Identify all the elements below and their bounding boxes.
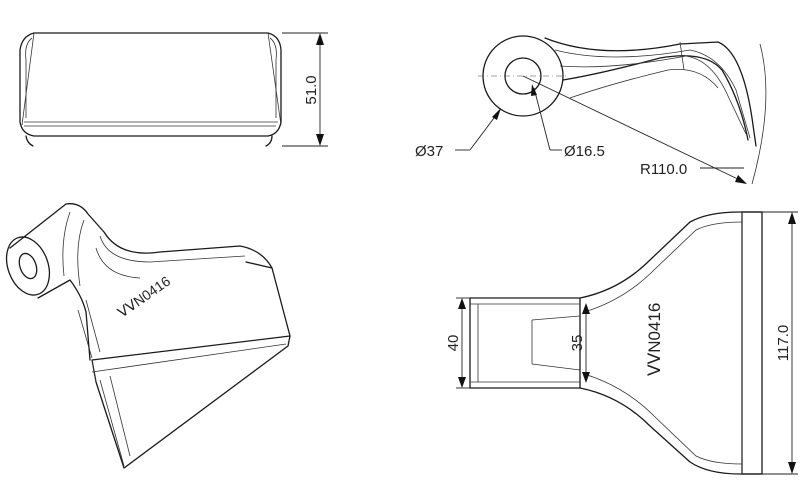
dim-height-label: 51.0 bbox=[303, 75, 320, 104]
isometric-view: ᐯᐯN0416 bbox=[5, 203, 291, 469]
dim-neck-width-label: 40 bbox=[445, 335, 462, 352]
side-view: 51.0 bbox=[19, 32, 328, 147]
top-part-code: ᐯᐯN0416 bbox=[645, 303, 664, 376]
iso-part-code: ᐯᐯN0416 bbox=[115, 273, 174, 321]
dim-inner-width-label: 35 bbox=[569, 335, 586, 352]
dim-radius-label: R110.0 bbox=[640, 161, 687, 178]
dim-outer-diameter-label: Ø37 bbox=[415, 143, 443, 160]
end-view: R110.0 Ø37 Ø16.5 bbox=[415, 35, 767, 185]
dim-hole-diameter-label: Ø16.5 bbox=[564, 143, 605, 160]
top-view: 40 35 117.0 ᐯᐯN0416 bbox=[445, 211, 798, 475]
dim-blade-width-label: 117.0 bbox=[775, 325, 792, 361]
